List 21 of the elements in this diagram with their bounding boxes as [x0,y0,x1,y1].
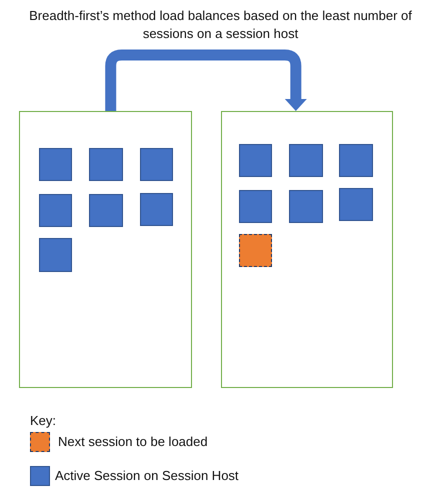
session-square [39,194,72,227]
session-square [140,148,173,181]
session-square [239,144,272,177]
session-host-box [221,111,393,388]
session-square [140,193,173,226]
curved-arrow [105,50,307,111]
session-square [289,144,323,177]
session-host-box [19,111,192,388]
session-square [39,148,72,181]
legend-text: Next session to be loaded [58,434,208,450]
session-square [239,190,272,223]
title: Breadth-first’s method load balances based on the least number of sessions on a session host [28,7,413,43]
key-heading: Key: [30,413,56,429]
session-square [39,238,72,272]
session-square [339,188,373,221]
legend-text: Active Session on Session Host [55,468,239,484]
next-session-square [239,234,272,267]
session-square [289,190,323,223]
session-square [89,194,123,227]
session-square [89,148,123,181]
session-square [339,144,373,177]
